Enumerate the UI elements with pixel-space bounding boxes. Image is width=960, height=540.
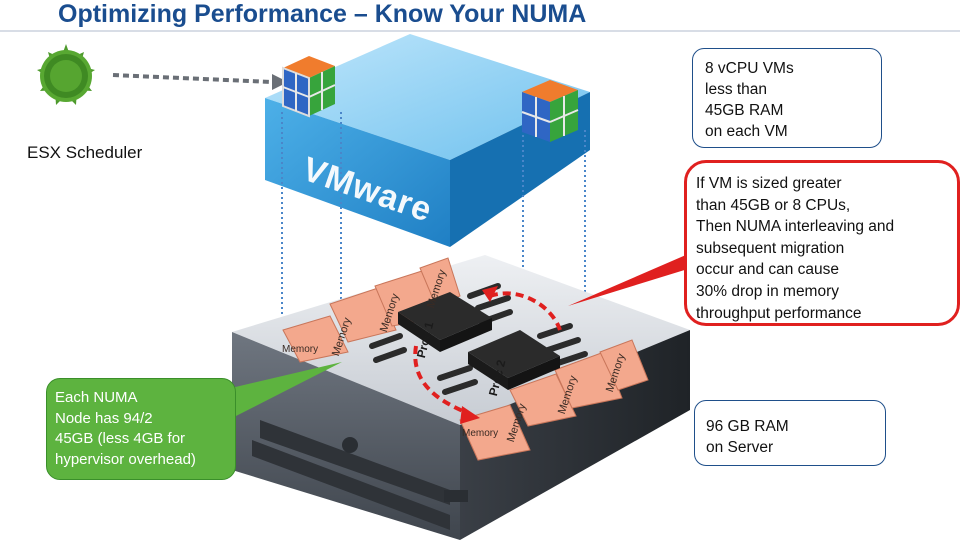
numa-warning-callout: If VM is sized greater than 45GB or 8 CP… [684,160,960,326]
slide-title: Optimizing Performance – Know Your NUMA [58,0,587,28]
memory-modules-node-2 [459,339,649,461]
vcpu-callout-line: 8 vCPU VMs [705,60,794,77]
numa-node-line: hypervisor overhead) [55,450,196,468]
server-ram-line: on Server [706,439,774,456]
numa-warning-line: throughput performance [696,304,862,322]
numa-node-line: 45GB (less 4GB for [55,430,186,447]
vcpu-callout-line: less than [705,81,768,98]
memory-modules-node-1 [282,257,461,363]
numa-warning-line: subsequent migration [696,239,845,257]
numa-node-line: Each NUMA [55,389,138,406]
cpu-chip-1 [369,283,513,363]
server-ram-callout: 96 GB RAM on Server [694,400,886,466]
vcpu-callout-line: 45GB RAM [705,102,784,119]
numa-migration-arrow [413,286,562,424]
cpu-chip-2 [437,323,588,395]
vcpu-callout-line: on each VM [705,123,788,140]
server-ram-line: 96 GB RAM [706,418,789,435]
vm-cube-icon [282,56,336,118]
numa-node-line: Node has 94/2 [55,409,153,427]
numa-warning-pointer [568,248,704,306]
scheduler-gear-icon [37,44,95,105]
memory-label-node-2: Memory [462,428,499,439]
numa-warning-line: If VM is sized greater [696,175,842,192]
numa-node-callout: Each NUMA Node has 94/2 45GB (less 4GB f… [46,378,236,480]
numa-warning-line: 30% drop in memory [696,282,840,300]
memory-label-node-1: Memory [282,344,319,355]
vm-cube-icon [521,80,579,142]
numa-warning-line: Then NUMA interleaving and [696,218,895,236]
title-divider [0,30,960,32]
numa-warning-line: occur and can cause [696,261,840,279]
numa-warning-line: than 45GB or 8 CPUs, [696,196,851,214]
vcpu-callout: 8 vCPU VMs less than 45GB RAM on each VM [692,48,882,148]
esx-scheduler-label: ESX Scheduler [27,143,143,162]
